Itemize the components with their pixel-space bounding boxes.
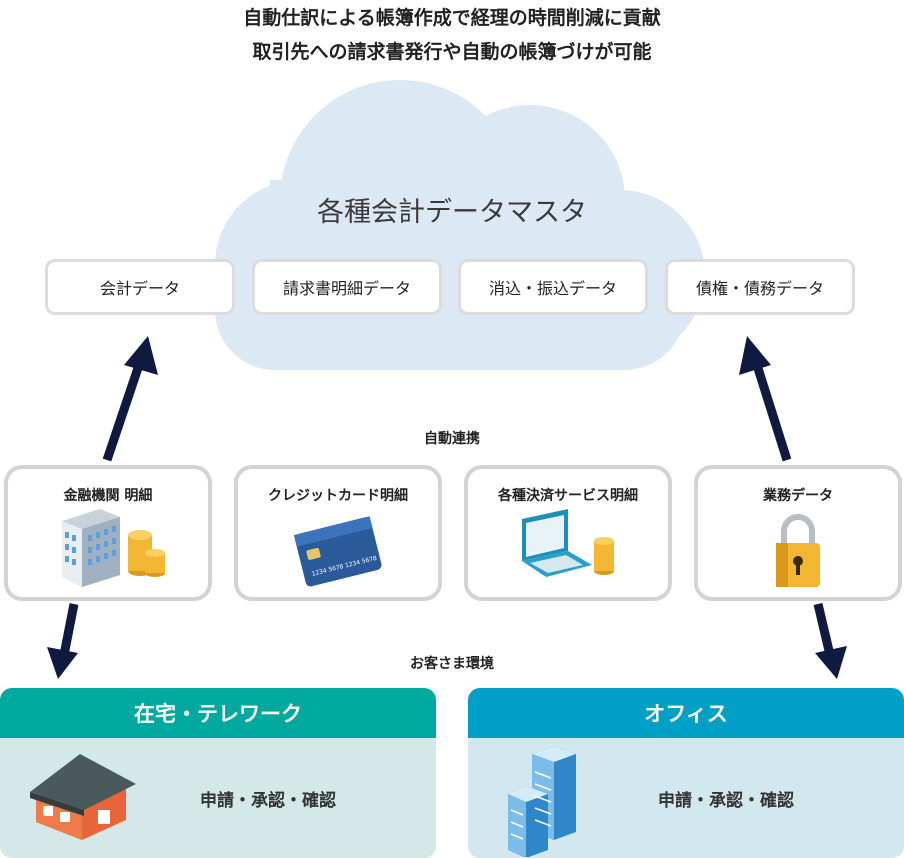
coin-stack [594, 537, 614, 575]
auto-link-label: 自動連携 [424, 431, 480, 447]
source-card-business-data: 業務データ [694, 465, 902, 601]
credit-card-icon: 1234 5678 1234 5678 [293, 516, 382, 587]
headline-line-2: 取引先への請求書発行や自動の帳簿づけが可能 [252, 41, 652, 63]
source-card-label: 金融機関 明細 [63, 488, 153, 504]
arrow-up-left [102, 336, 158, 462]
environment-text: 申請・承認・確認 [200, 791, 336, 811]
house-icon [30, 754, 136, 840]
source-card-label: 各種決済サービス明細 [498, 488, 638, 504]
bank-building-coins-icon [62, 509, 165, 587]
environment-text: 申請・承認・確認 [658, 791, 794, 811]
cloud-title: 各種会計データマスタ [317, 197, 587, 228]
arrow-up-right [739, 336, 792, 462]
padlock-icon [776, 514, 820, 587]
environment-title: 在宅・テレワーク [0, 688, 436, 738]
headline-line-1: 自動仕訳による帳簿作成で経理の時間削減に貢献 [243, 7, 661, 29]
source-card-credit-card: クレジットカード明細 1234 5678 1234 5678 [234, 465, 442, 601]
source-card-bank: 金融機関 明細 [4, 465, 212, 601]
data-box-receivables-payables: 債権・債務データ [665, 259, 855, 315]
environment-home-telework: 在宅・テレワーク 申請・承認・確認 [0, 688, 436, 858]
laptop-coins-icon [522, 509, 614, 577]
office-buildings-icon [508, 746, 576, 857]
source-card-payment-services: 各種決済サービス明細 [464, 465, 672, 601]
data-box-reconciliation-transfer: 消込・振込データ [458, 259, 648, 315]
arrow-down-right [813, 602, 847, 679]
coin-stack [128, 530, 165, 577]
data-box-accounting: 会計データ [45, 259, 235, 315]
environment-title: オフィス [468, 688, 904, 738]
customer-environment-label: お客さま環境 [410, 656, 494, 672]
source-card-label: 業務データ [763, 488, 833, 504]
arrow-down-left [47, 603, 79, 679]
source-card-label: クレジットカード明細 [268, 488, 408, 504]
data-box-invoice-details: 請求書明細データ [252, 259, 442, 315]
environment-office: オフィス 申請・承認・確認 [468, 688, 904, 858]
